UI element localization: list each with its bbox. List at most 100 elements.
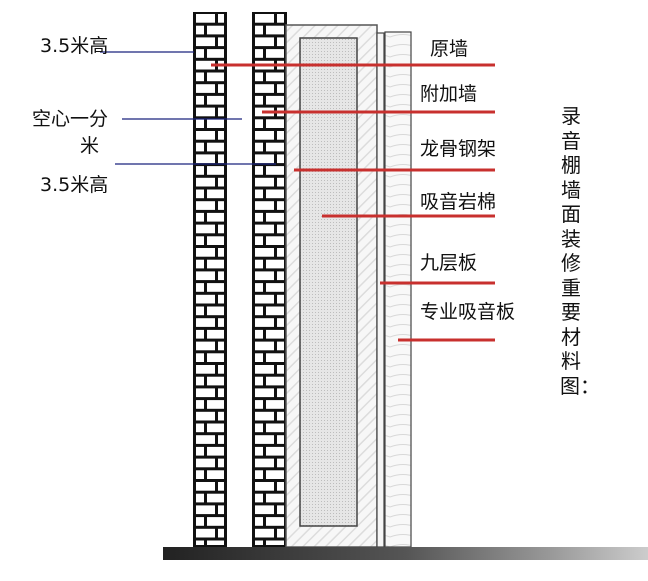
brick [266,470,284,479]
brick [255,388,274,398]
brick [196,306,204,316]
brick [255,119,263,128]
brick [255,212,263,222]
brick [207,540,224,545]
brick [207,236,224,245]
brick [196,517,204,526]
brick [218,224,224,234]
brick [196,248,215,257]
nine-layer-board [376,32,385,548]
brick [196,14,215,23]
brick [196,388,215,398]
brick [255,470,263,479]
brick [196,400,204,409]
brick [207,306,224,316]
red-leader-lines [211,63,495,342]
brick [277,318,284,327]
brick [266,353,284,362]
brick [255,201,274,210]
label-acoustic-panel: 专业吸音板 [420,301,516,323]
brick [255,493,263,503]
brick [207,142,224,152]
brick [277,224,284,234]
brick [196,37,215,47]
brick [266,142,284,152]
brick [218,388,224,398]
brick [266,166,284,175]
brick [277,84,284,93]
brick [255,283,263,292]
brick [266,376,284,386]
brick [255,318,274,327]
brick [196,84,215,93]
brick [218,435,224,444]
original-brick-wall [193,12,227,547]
brick [207,376,224,386]
brick [207,423,224,433]
brick [207,517,224,526]
brick [266,189,284,199]
brick [218,365,224,374]
brick [207,189,224,199]
acoustic-panel [384,31,412,548]
brick [277,14,284,23]
brick [218,201,224,210]
brick [218,84,224,93]
brick [196,49,204,58]
brick [255,177,274,187]
brick [277,388,284,398]
brick [277,505,284,515]
brick [255,49,263,58]
brick [196,259,204,269]
brick [255,294,274,304]
brick [218,107,224,117]
brick [207,49,224,58]
brick [218,318,224,327]
brick [196,72,204,82]
brick [196,470,204,479]
brick [196,376,204,386]
brick [196,271,215,281]
brick [196,294,215,304]
brick [255,517,263,526]
brick [266,517,284,526]
brick [266,236,284,245]
brick [255,84,274,93]
brick [277,131,284,140]
brick [218,154,224,164]
brick [207,166,224,175]
brick [266,329,284,339]
brick [196,540,204,545]
brick [196,119,204,128]
brick [277,248,284,257]
brick [196,189,204,199]
brick [255,224,274,234]
brick [266,72,284,82]
brick [196,528,215,538]
brick [277,177,284,187]
brick [266,400,284,409]
brick [218,177,224,187]
brick [266,95,284,105]
brick [266,446,284,456]
diagram-title: 录音棚墙面装修重要材料图： [560,104,600,398]
brick [255,259,263,269]
brick [196,353,204,362]
cavity-label-line2: 米 [80,135,100,157]
brick [196,25,204,35]
brick [207,72,224,82]
brick [196,201,215,210]
brick [255,400,263,409]
brick [255,482,274,491]
brick [218,505,224,515]
brick [255,376,263,386]
brick [196,236,204,245]
brick [255,446,263,456]
brick [196,341,215,351]
brick [196,107,215,117]
brick [207,95,224,105]
brick [277,411,284,421]
brick [255,271,274,281]
brick [255,458,274,468]
